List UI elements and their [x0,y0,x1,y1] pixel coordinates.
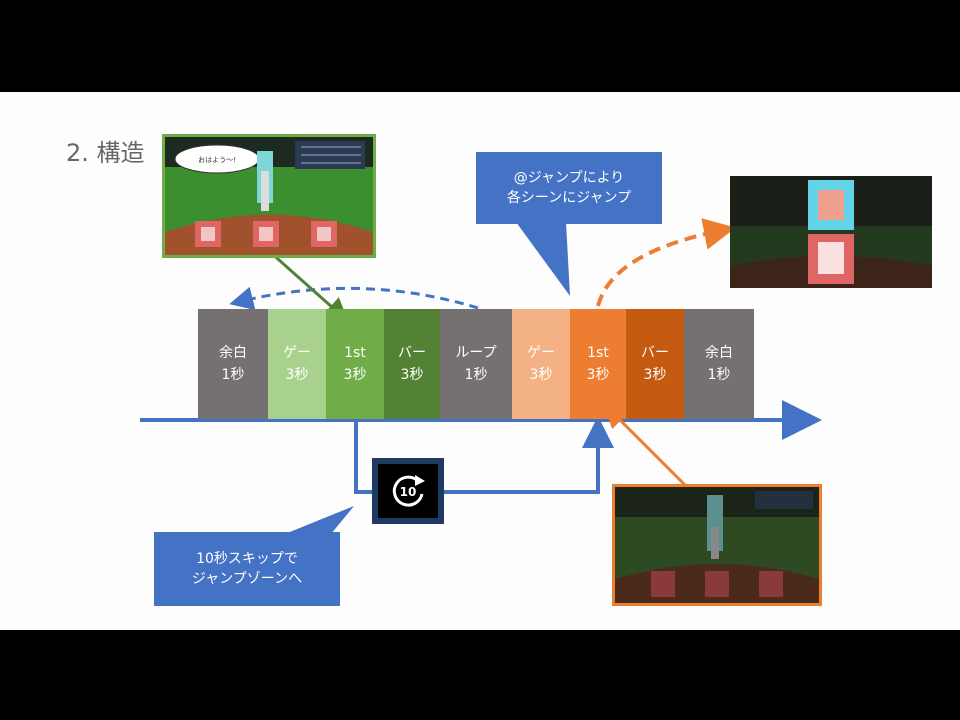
slide: 2. 構造 [0,92,960,630]
skip-path [354,416,614,494]
skip-target-thumbnail [612,484,822,606]
segment-1st-2: 1st 3秒 [570,309,626,419]
segment-padding-start: 余白 1秒 [198,309,268,419]
segment-label: バー [641,345,669,361]
segment-label: ゲー [527,345,555,361]
letterbox-bottom [0,630,960,720]
segment-label: 1st [587,345,609,361]
segment-bar-2: バー 3秒 [626,309,684,419]
segment-label: 1st [344,345,366,361]
segment-duration: 3秒 [343,367,367,383]
segment-loop: ループ 1秒 [440,309,512,419]
segment-duration: 1秒 [464,367,488,383]
segment-label: ゲー [283,345,311,361]
slide-title: 2. 構造 [66,139,145,167]
jump-scene-thumbnail [730,176,932,288]
segment-duration: 3秒 [400,367,424,383]
segment-game-2: ゲー 3秒 [512,309,570,419]
jump-out-arc [596,218,736,307]
jump-callout: @ジャンプにより 各シーンにジャンプ [476,152,662,224]
segment-duration: 3秒 [529,367,553,383]
skip-callout-line2: ジャンプゾーンへ [191,571,303,587]
segment-bar-1: バー 3秒 [384,309,440,419]
segment-label: 余白 [219,345,247,361]
segment-label: ループ [455,345,497,361]
skip-10-seconds-icon: 10 [372,458,444,524]
letterbox-top [0,0,960,92]
segment-game-1: ゲー 3秒 [268,309,326,419]
speech-bubble-text: おはよう〜! [198,156,236,164]
diagram-connectors [140,218,822,540]
segment-duration: 1秒 [221,367,245,383]
segment-duration: 3秒 [643,367,667,383]
green-connector [269,250,349,322]
skip-callout-tail [270,506,354,540]
orange-connector [603,403,690,490]
jump-callout-line2: 各シーンにジャンプ [506,190,632,206]
skip-icon-label: 10 [400,485,417,499]
segment-label: バー [398,345,426,361]
skip-callout: 10秒スキップで ジャンプゾーンへ [154,532,340,606]
jump-callout-line1: @ジャンプにより [513,170,625,186]
segment-duration: 1秒 [707,367,731,383]
loop-back-arc [229,286,479,311]
segment-padding-end: 余白 1秒 [684,309,754,419]
segment-label: 余白 [705,345,733,361]
segment-1st-1: 1st 3秒 [326,309,384,419]
skip-callout-line1: 10秒スキップで [196,551,298,567]
segment-duration: 3秒 [586,367,610,383]
segment-duration: 3秒 [285,367,309,383]
jump-callout-tail [516,222,570,296]
game-scene-thumbnail: おはよう〜! [162,134,376,258]
